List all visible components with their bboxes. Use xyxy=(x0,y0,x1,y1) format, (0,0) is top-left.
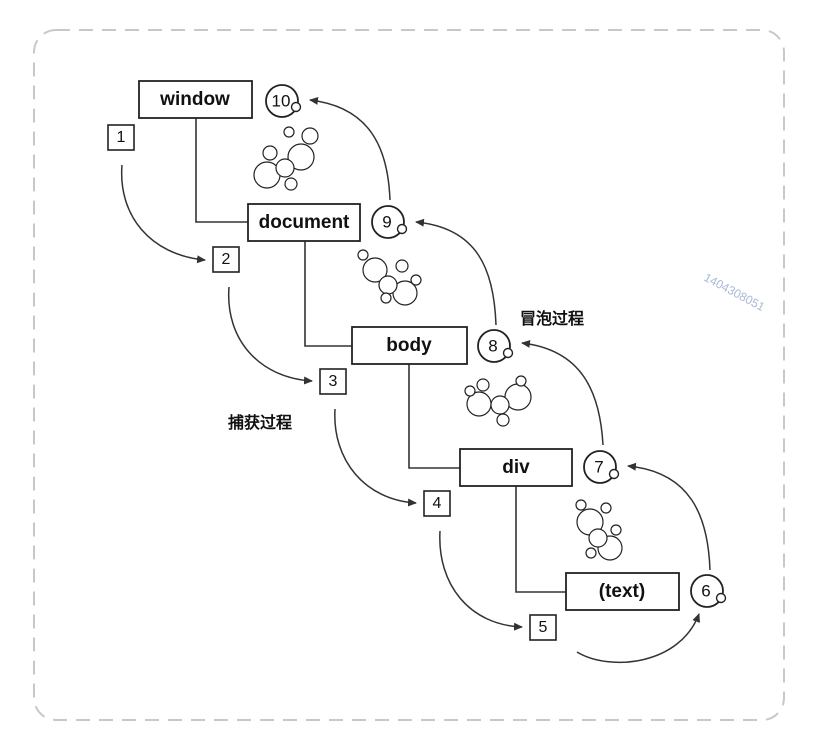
dom-tree-lines xyxy=(195,118,566,593)
bubble-step-8: 8 xyxy=(477,329,514,363)
bubble-step-7-label: 7 xyxy=(594,457,603,476)
node-window: window xyxy=(138,80,253,119)
capture-phase-label: 捕获过程 xyxy=(228,413,292,432)
bubble-cluster-4 xyxy=(575,499,623,561)
capture-step-5-label: 5 xyxy=(539,619,548,636)
bubble-cluster-3 xyxy=(464,375,532,427)
node-window-label: window xyxy=(159,89,230,110)
bubble-cluster-1 xyxy=(253,126,319,191)
bubble-step-9: 9 xyxy=(371,205,408,239)
bubble-phase-label: 冒泡过程 xyxy=(520,309,584,328)
node-div-label: div xyxy=(502,457,530,478)
capture-step-2: 2 xyxy=(212,246,240,273)
capture-step-4: 4 xyxy=(423,490,451,517)
bubble-step-6: 6 xyxy=(690,574,727,608)
capture-step-3-label: 3 xyxy=(329,373,338,390)
capture-step-1-label: 1 xyxy=(117,129,126,146)
watermark-text: 1404308051 xyxy=(702,270,768,314)
node-body: body xyxy=(351,326,468,365)
bubble-step-6-label: 6 xyxy=(701,581,710,600)
node-document: document xyxy=(247,203,361,242)
bubble-step-10: 10 xyxy=(265,84,302,118)
bubble-step-9-label: 9 xyxy=(382,212,391,231)
node-text: (text) xyxy=(565,572,680,611)
bubble-step-8-label: 8 xyxy=(488,336,497,355)
capture-step-3: 3 xyxy=(319,368,347,395)
capture-step-4-label: 4 xyxy=(433,495,442,512)
bubble-step-10-label: 10 xyxy=(272,91,291,110)
node-body-label: body xyxy=(386,335,432,356)
capture-step-2-label: 2 xyxy=(222,251,231,268)
node-text-label: (text) xyxy=(599,581,645,602)
node-div: div xyxy=(459,448,573,487)
dashed-frame xyxy=(33,29,785,721)
capture-step-1: 1 xyxy=(107,124,135,151)
bubble-arrows xyxy=(309,96,711,571)
capture-arrows xyxy=(120,164,700,664)
node-document-label: document xyxy=(259,212,350,233)
capture-step-5: 5 xyxy=(529,614,557,641)
bubble-step-7: 7 xyxy=(583,450,620,484)
bubble-cluster-2 xyxy=(357,249,422,306)
